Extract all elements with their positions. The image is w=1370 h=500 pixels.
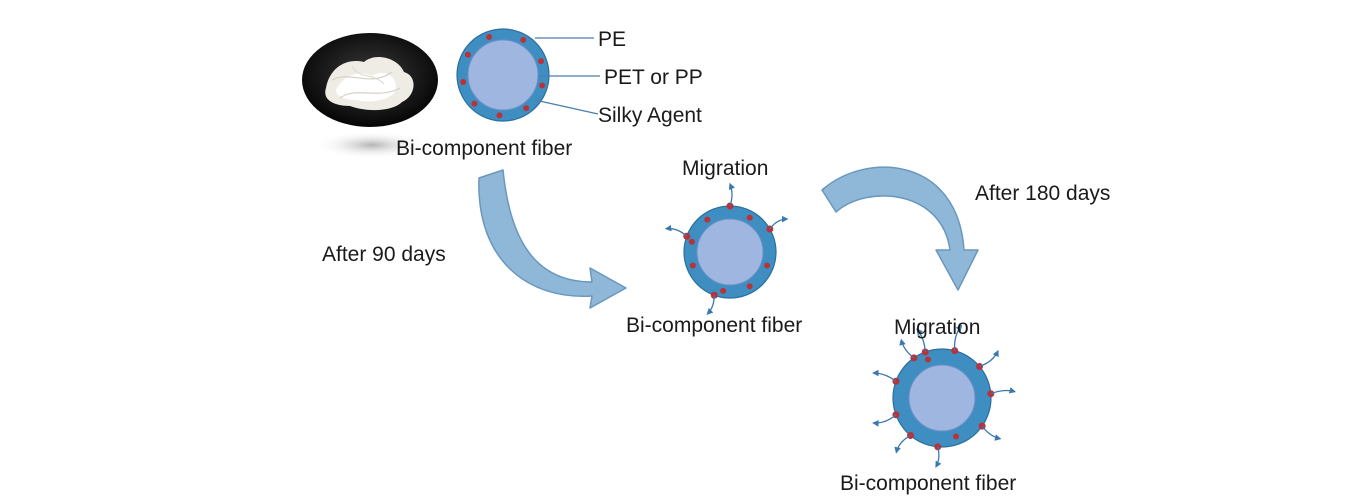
caption-fiber-90-days: Bi-component fiber — [626, 314, 802, 337]
migration-label-90-days: Migration — [682, 157, 768, 180]
migration-arrow — [769, 215, 789, 230]
transition-label-90-days: After 90 days — [322, 243, 446, 266]
silky-agent-particle — [496, 112, 503, 119]
migration-label-180-days: Migration — [894, 316, 980, 339]
core — [696, 218, 764, 286]
migration-arrow — [872, 369, 897, 382]
migration-arrow — [872, 414, 897, 427]
migration-arrow — [935, 446, 942, 468]
silky-agent-particle — [486, 33, 493, 40]
silky-agent-particle — [689, 262, 696, 269]
silky-agent-particle — [523, 105, 530, 112]
silky-agent-particle — [539, 82, 546, 89]
transition-label-180-days: After 180 days — [975, 182, 1110, 205]
legend-label-pe: PE — [598, 28, 626, 51]
core — [908, 364, 976, 432]
migration-arrow — [916, 328, 926, 352]
caption-fiber-initial: Bi-component fiber — [396, 137, 572, 160]
silky-agent-particle — [924, 356, 931, 363]
migration-arrow — [894, 434, 911, 454]
silky-agent-particle — [538, 58, 545, 65]
white-fiber-tuft — [325, 57, 414, 111]
legend-label-core: PET or PP — [604, 66, 703, 89]
silky-agent-particle — [746, 214, 753, 221]
legend-leaders — [534, 37, 600, 115]
caption-fiber-180-days: Bi-component fiber — [840, 472, 1016, 495]
fiber-cross-section-initial — [456, 28, 550, 122]
migration-arrow — [899, 338, 915, 359]
fiber-cross-section-90-days — [664, 182, 789, 315]
legend-label-agent: Silky Agent — [598, 104, 702, 127]
migration-arrow — [990, 387, 1016, 395]
migration-arrow — [953, 324, 963, 351]
migration-arrow — [664, 224, 688, 237]
silky-agent-particle — [520, 36, 527, 43]
fiber-cross-section-180-days — [872, 324, 1016, 468]
silky-agent-particle — [464, 51, 471, 58]
migration-arrow — [979, 349, 999, 368]
fiber-sample-photo — [302, 33, 438, 159]
migration-arrow — [728, 182, 735, 207]
silky-agent-particle — [688, 238, 695, 245]
curved-arrow-after-180-days — [821, 166, 979, 291]
leader-line-agent — [534, 99, 599, 115]
silky-agent-particle — [953, 433, 960, 440]
silky-agent-particle — [764, 262, 771, 269]
photo-shadow — [314, 131, 430, 159]
migration-arrow — [981, 425, 1002, 441]
silky-agent-particle — [720, 287, 727, 294]
silky-agent-particle — [460, 79, 467, 86]
silky-agent-particle — [704, 216, 711, 223]
migration-arrow — [706, 295, 715, 315]
silky-agent-particle — [746, 283, 753, 290]
core — [467, 39, 539, 111]
curved-arrow-after-90-days — [478, 169, 627, 309]
silky-agent-particle — [471, 100, 478, 107]
